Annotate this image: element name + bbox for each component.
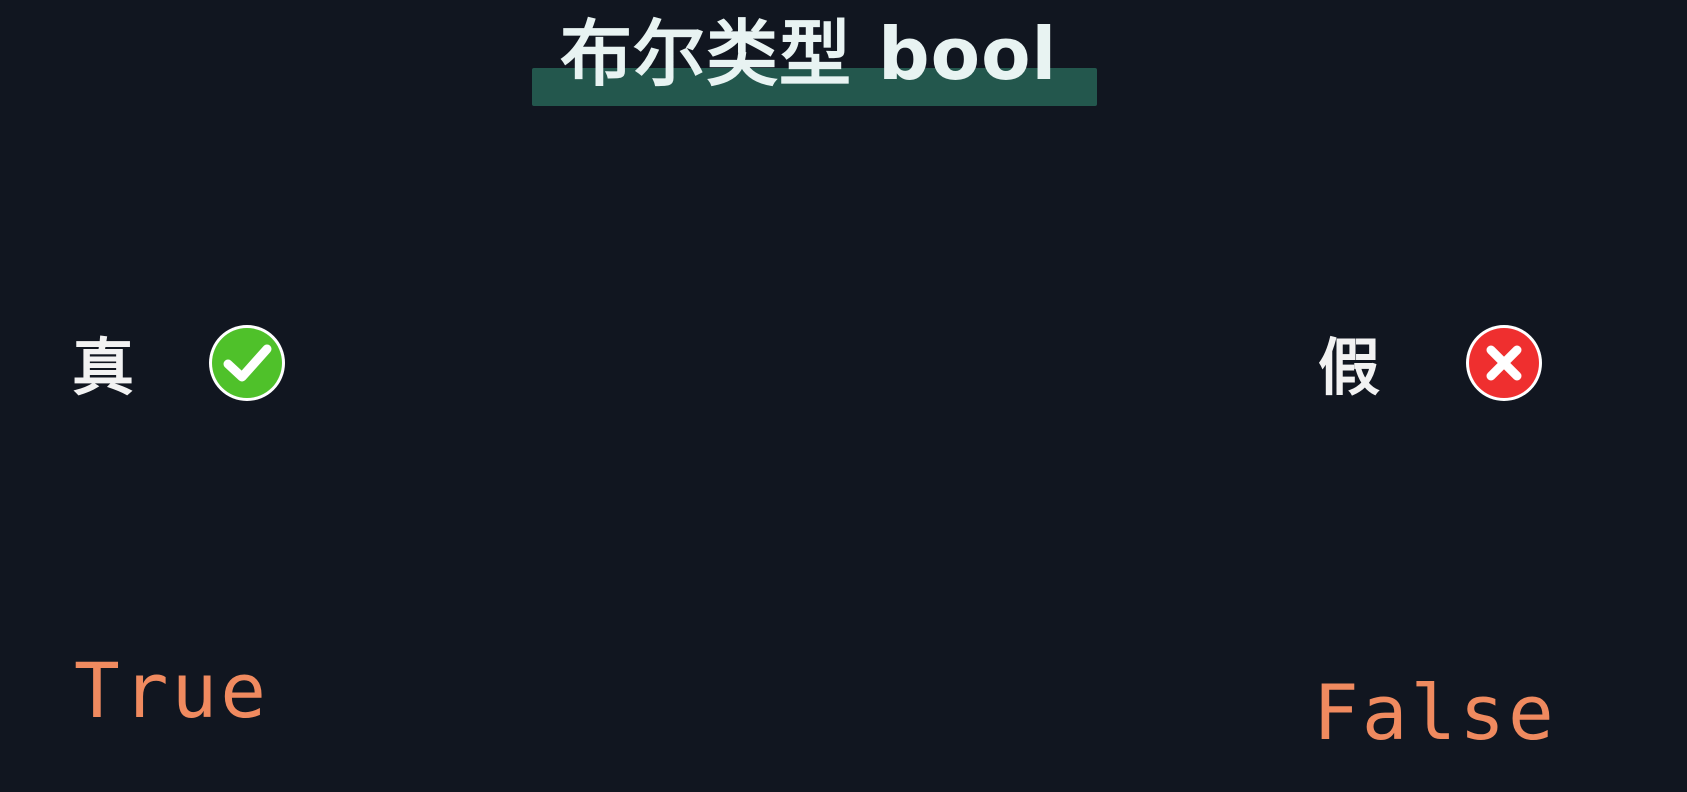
check-circle-fill xyxy=(212,328,282,398)
true-chinese-label: 真 xyxy=(72,331,135,404)
close-circle-icon xyxy=(1466,325,1542,401)
true-value: True xyxy=(74,646,270,735)
page-title: 布尔类型 bool xyxy=(560,12,1058,96)
title-highlight xyxy=(532,68,1097,106)
check-mark xyxy=(223,344,272,382)
false-value: False xyxy=(1313,668,1557,757)
title-block: 布尔类型 bool xyxy=(532,8,1097,106)
check-circle-icon xyxy=(209,325,285,401)
false-chinese-label: 假 xyxy=(1318,331,1381,404)
x-mark xyxy=(1486,345,1522,381)
